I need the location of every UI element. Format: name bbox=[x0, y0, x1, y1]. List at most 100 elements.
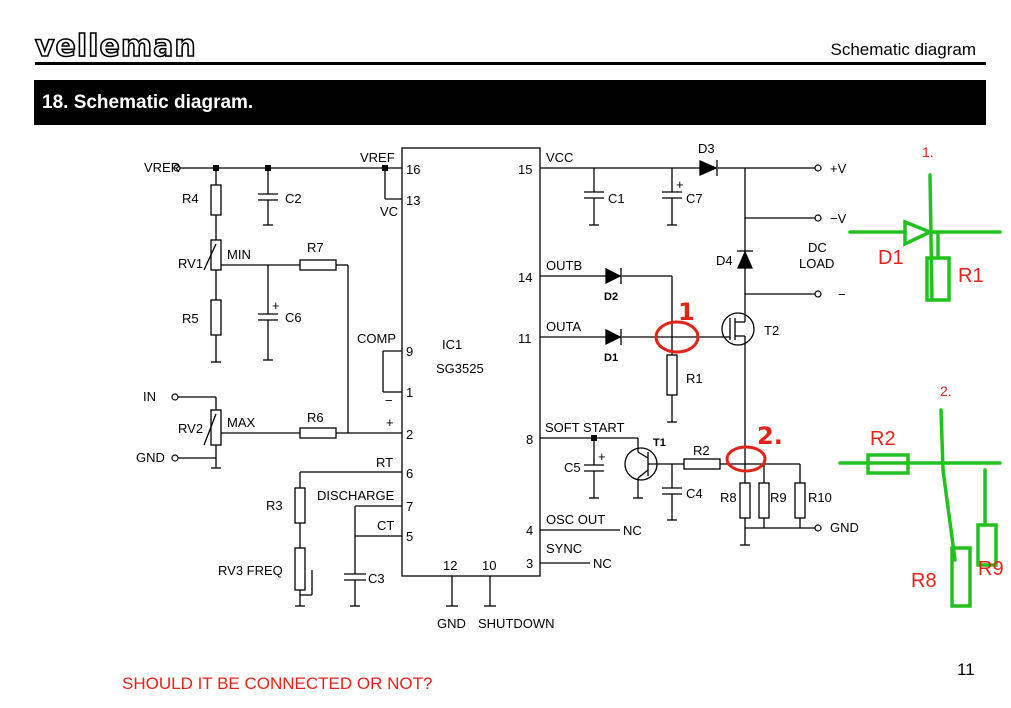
pin-8: 8 bbox=[526, 432, 533, 447]
label-r5: R5 bbox=[182, 311, 199, 326]
label-nc-osc: NC bbox=[623, 523, 642, 538]
ic1-ref: IC1 bbox=[442, 337, 462, 352]
label-c4: C4 bbox=[686, 486, 703, 501]
question-annotation: SHOULD IT BE CONNECTED OR NOT? bbox=[122, 674, 433, 693]
terminal-minus: − bbox=[838, 287, 846, 302]
label-r4: R4 bbox=[182, 191, 199, 206]
label-d4: D4 bbox=[716, 253, 733, 268]
label-d1: D1 bbox=[604, 352, 618, 364]
label-c6: C6 bbox=[285, 310, 302, 325]
d1-diode-icon bbox=[605, 328, 622, 346]
label-rt: RT bbox=[376, 455, 393, 470]
terminal-circles bbox=[171, 164, 822, 532]
ground-symbols bbox=[211, 224, 750, 607]
pin-7: 7 bbox=[406, 499, 413, 514]
sketch-2-r2-label: R2 bbox=[870, 428, 896, 450]
pin-5: 5 bbox=[406, 529, 413, 544]
terminal-plus-v: +V bbox=[830, 161, 847, 176]
red-mark-2: 2. bbox=[757, 422, 783, 450]
label-r6: R6 bbox=[307, 410, 324, 425]
label-d2: D2 bbox=[604, 291, 618, 303]
label-outa: OUTA bbox=[546, 319, 581, 334]
terminal-minus-v: −V bbox=[830, 211, 847, 226]
label-vref: VREF bbox=[360, 150, 395, 165]
label-outb: OUTB bbox=[546, 258, 582, 273]
pin-9: 9 bbox=[406, 344, 413, 359]
label-r7: R7 bbox=[307, 240, 324, 255]
terminal-gnd: GND bbox=[136, 450, 165, 465]
label-c5: C5 bbox=[564, 460, 581, 475]
c6-polarity: + bbox=[272, 298, 280, 313]
c7-polarity: + bbox=[676, 177, 684, 192]
label-r3: R3 bbox=[266, 498, 283, 513]
header-rule bbox=[35, 62, 986, 65]
label-shutdown: SHUTDOWN bbox=[478, 616, 555, 631]
green-sketches bbox=[838, 173, 1002, 608]
label-max: MAX bbox=[227, 415, 256, 430]
page-number: 11 bbox=[957, 660, 975, 679]
document-section-label: Schematic diagram bbox=[830, 40, 976, 59]
red-mark-1: 1 bbox=[678, 298, 695, 326]
label-rv1: RV1 bbox=[178, 256, 203, 271]
red-circle-1 bbox=[654, 320, 700, 354]
pin-10: 10 bbox=[482, 558, 496, 573]
pin-6: 6 bbox=[406, 466, 413, 481]
label-r10: R10 bbox=[808, 490, 832, 505]
label-load: LOAD bbox=[799, 256, 834, 271]
label-c2: C2 bbox=[285, 191, 302, 206]
label-r9: R9 bbox=[770, 490, 787, 505]
label-c1: C1 bbox=[608, 191, 625, 206]
pin-3: 3 bbox=[526, 556, 533, 571]
terminal-vrer: VRER bbox=[144, 160, 180, 175]
label-rv3-freq: RV3 FREQ bbox=[218, 563, 283, 578]
velleman-logo: velleman bbox=[34, 29, 197, 64]
sketch-2-number: 2. bbox=[940, 383, 952, 399]
label-ic-gnd: GND bbox=[437, 616, 466, 631]
terminal-gnd-out: GND bbox=[830, 520, 859, 535]
label-discharge: DISCHARGE bbox=[317, 488, 395, 503]
label-r1: R1 bbox=[686, 371, 703, 386]
label-r2: R2 bbox=[693, 443, 710, 458]
label-soft-start: SOFT START bbox=[545, 420, 625, 435]
label-t1: T1 bbox=[653, 437, 666, 449]
label-minus-input: − bbox=[385, 393, 393, 408]
d3-diode-icon bbox=[699, 160, 718, 176]
section-title: 18. Schematic diagram. bbox=[42, 92, 254, 113]
pin-11: 11 bbox=[518, 331, 532, 346]
section-title-bar: 18. Schematic diagram. bbox=[34, 80, 986, 125]
schematic-wires bbox=[178, 147, 815, 606]
d4-diode-icon bbox=[737, 250, 753, 269]
sketch-1-d1-label: D1 bbox=[878, 247, 904, 269]
label-nc-sync: NC bbox=[593, 556, 612, 571]
pin-1: 1 bbox=[406, 385, 413, 400]
c5-polarity: + bbox=[598, 449, 606, 464]
label-sync: SYNC bbox=[546, 541, 582, 556]
pin-13: 13 bbox=[406, 193, 420, 208]
label-r8: R8 bbox=[720, 490, 737, 505]
junction-dots bbox=[213, 165, 597, 441]
sketch-2-r9-label: R9 bbox=[978, 558, 1004, 580]
label-plus-input: + bbox=[386, 415, 394, 430]
label-vc: VC bbox=[380, 204, 398, 219]
label-ct: CT bbox=[377, 518, 394, 533]
pin-4: 4 bbox=[526, 523, 533, 538]
label-d3: D3 bbox=[698, 141, 715, 156]
pin-16: 16 bbox=[406, 162, 420, 177]
red-annotations bbox=[654, 320, 767, 473]
schematic-labels: IC1 SG3525 16 13 9 1 2 6 7 5 12 10 15 14… bbox=[136, 141, 1004, 631]
sketch-2-r8-label: R8 bbox=[911, 570, 937, 592]
red-circle-2 bbox=[725, 445, 767, 473]
label-c3: C3 bbox=[368, 571, 385, 586]
label-t2: T2 bbox=[764, 323, 779, 338]
ic1-part: SG3525 bbox=[436, 361, 484, 376]
ic1-body bbox=[401, 147, 541, 577]
terminal-in: IN bbox=[143, 389, 156, 404]
sketch-1-r1-label: R1 bbox=[958, 265, 984, 287]
label-c7: C7 bbox=[686, 191, 703, 206]
pin-14: 14 bbox=[518, 270, 532, 285]
sketch-1-number: 1. bbox=[922, 144, 934, 160]
label-osc-out: OSC OUT bbox=[546, 512, 605, 527]
diode-symbols bbox=[605, 160, 753, 346]
label-comp: COMP bbox=[357, 331, 396, 346]
